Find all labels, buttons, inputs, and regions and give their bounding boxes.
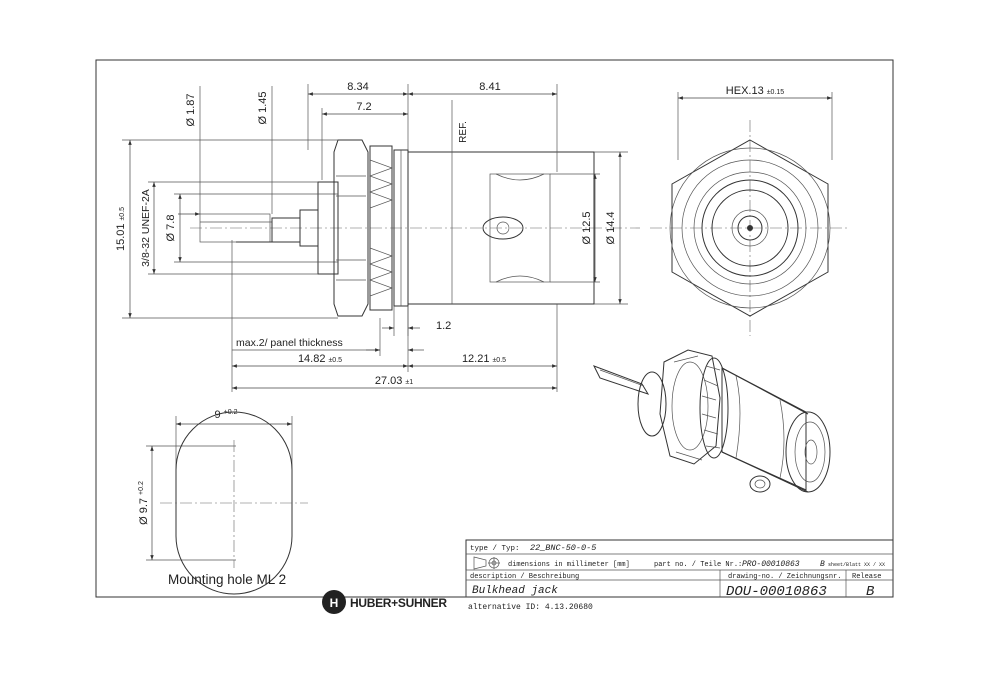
hole-width: 9+0.2 [215,409,238,421]
panel-thickness-label: max.2/ panel thickness [236,337,343,349]
dim-dia-7-8: Ø 7.8 [165,215,177,242]
dim-15-01: 15.01±0.5 [115,207,127,251]
dim-dia-1-45: Ø 1.45 [257,91,269,124]
dim-27-03: 27.03±1 [375,375,413,387]
type-value: 22_BNC-50-0-5 [530,543,596,553]
dim-12-21: 12.21±0.5 [462,353,506,365]
description-value: Bulkhead jack [472,585,558,597]
front-view: HEX.13±0.15 [650,85,850,336]
dim-1-2: 1.2 [436,320,451,332]
sheet-rev: B [820,560,825,569]
dim-dia-12-5: Ø 12.5 [581,211,593,244]
hex-label: HEX.13±0.15 [726,85,784,97]
drawing-frame [95,59,894,598]
release-value: B [866,584,874,600]
thread-label: 3/8-32 UNEF-2A [140,189,152,267]
hole-dia: Ø 9.7+0.2 [138,481,150,525]
release-label: Release [852,573,881,581]
type-label: type / Typ: [470,545,520,553]
svg-text:H: H [330,596,339,610]
projection-symbol-icon [473,556,500,570]
dim-7-2: 7.2 [356,101,371,113]
alternative-id: alternative ID: 4.13.20680 [468,603,593,612]
isometric-view [592,349,831,493]
dim-dia-14-4: Ø 14.4 [605,211,617,244]
drawing-value: DOU-00010863 [726,584,827,600]
sheet-text: sheet/Blatt XX / XX [828,562,885,568]
dim-8-41: 8.41 [479,81,500,93]
huber-suhner-logo: H HUBER+SUHNER [322,590,448,614]
part-label: part no. / Teile Nr.: [654,561,742,569]
units-label: dimensions in millimeter [mm] [508,561,630,569]
description-label: description / Beschreibung [470,573,579,581]
mounting-hole-caption: Mounting hole ML 2 [168,572,286,587]
ref-label: REF. [458,121,469,143]
dim-dia-1-87: Ø 1.87 [185,93,197,126]
side-view [190,139,640,317]
dim-14-82: 14.82±0.5 [298,353,342,365]
dimensions: 8.34 7.2 8.41 REF. Ø 1.87 Ø 1.45 15.01±0… [115,81,628,392]
title-block: type / Typ: 22_BNC-50-0-5 dimensions in … [465,539,894,612]
mounting-hole-view: 9+0.2 Ø 9.7+0.2 Mounting hole ML 2 [138,409,308,595]
drawing-label: drawing-no. / Zeichnungsnr. [728,573,841,581]
logo-text: HUBER+SUHNER [350,596,447,610]
part-value: PRO-00010863 [742,560,800,569]
dim-8-34: 8.34 [347,81,368,93]
